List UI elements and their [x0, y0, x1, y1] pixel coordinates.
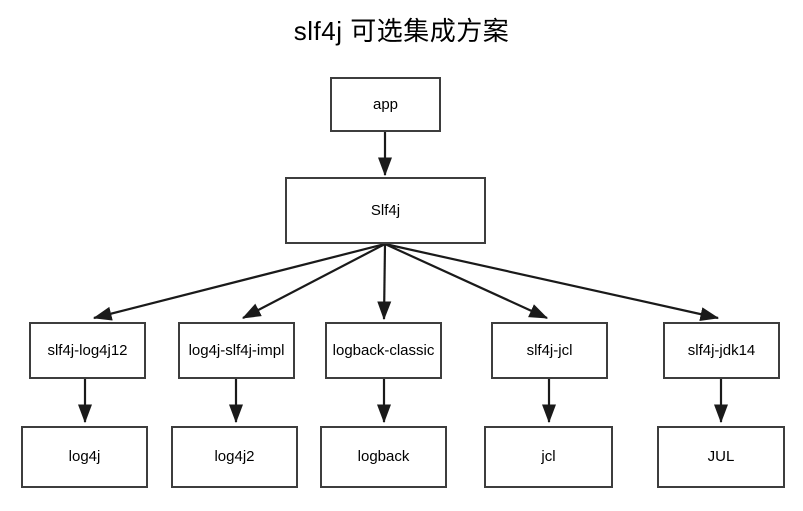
- node-slf4j-jdk14[interactable]: slf4j-jdk14: [663, 322, 780, 379]
- node-slf4j-log4j12[interactable]: slf4j-log4j12: [29, 322, 146, 379]
- edge-slf4j-to-logback-classic: [377, 243, 392, 321]
- node-slf4j-jdk14-label: slf4j-jdk14: [687, 341, 756, 359]
- node-logback[interactable]: logback: [320, 426, 447, 488]
- node-log4j[interactable]: log4j: [21, 426, 148, 488]
- node-jcl[interactable]: jcl: [484, 426, 613, 488]
- node-app-label: app: [372, 95, 399, 113]
- node-jcl-label: jcl: [541, 448, 556, 465]
- edge-slf4j-to-slf4j-jcl: [384, 242, 549, 320]
- node-slf4j-label: Slf4j: [370, 201, 401, 219]
- edge-slf4j-to-log4j-slf4j-impl: [242, 243, 386, 319]
- node-logback-label: logback: [357, 448, 410, 465]
- node-slf4j-jcl[interactable]: slf4j-jcl: [491, 322, 608, 379]
- node-jul-label: JUL: [707, 448, 735, 465]
- node-log4j-slf4j-impl[interactable]: log4j-slf4j-impl: [178, 322, 295, 379]
- node-log4j2[interactable]: log4j2: [171, 426, 298, 488]
- node-jul[interactable]: JUL: [657, 426, 785, 488]
- node-log4j-label: log4j: [68, 448, 101, 465]
- node-slf4j-log4j12-label: slf4j-log4j12: [47, 341, 128, 359]
- node-slf4j-jcl-label: slf4j-jcl: [526, 341, 573, 359]
- edge-slf4j-to-slf4j-log4j12: [92, 242, 386, 321]
- node-logback-classic-label: logback-classic: [332, 341, 435, 359]
- node-logback-classic[interactable]: logback-classic: [325, 322, 442, 379]
- node-log4j2-label: log4j2: [214, 448, 255, 465]
- node-log4j-slf4j-impl-label: log4j-slf4j-impl: [188, 341, 285, 359]
- diagram-title: slf4j 可选集成方案: [293, 16, 510, 46]
- edge-slf4j-to-slf4j-jdk14: [384, 242, 720, 322]
- node-slf4j[interactable]: Slf4j: [285, 177, 486, 244]
- node-app[interactable]: app: [330, 77, 441, 132]
